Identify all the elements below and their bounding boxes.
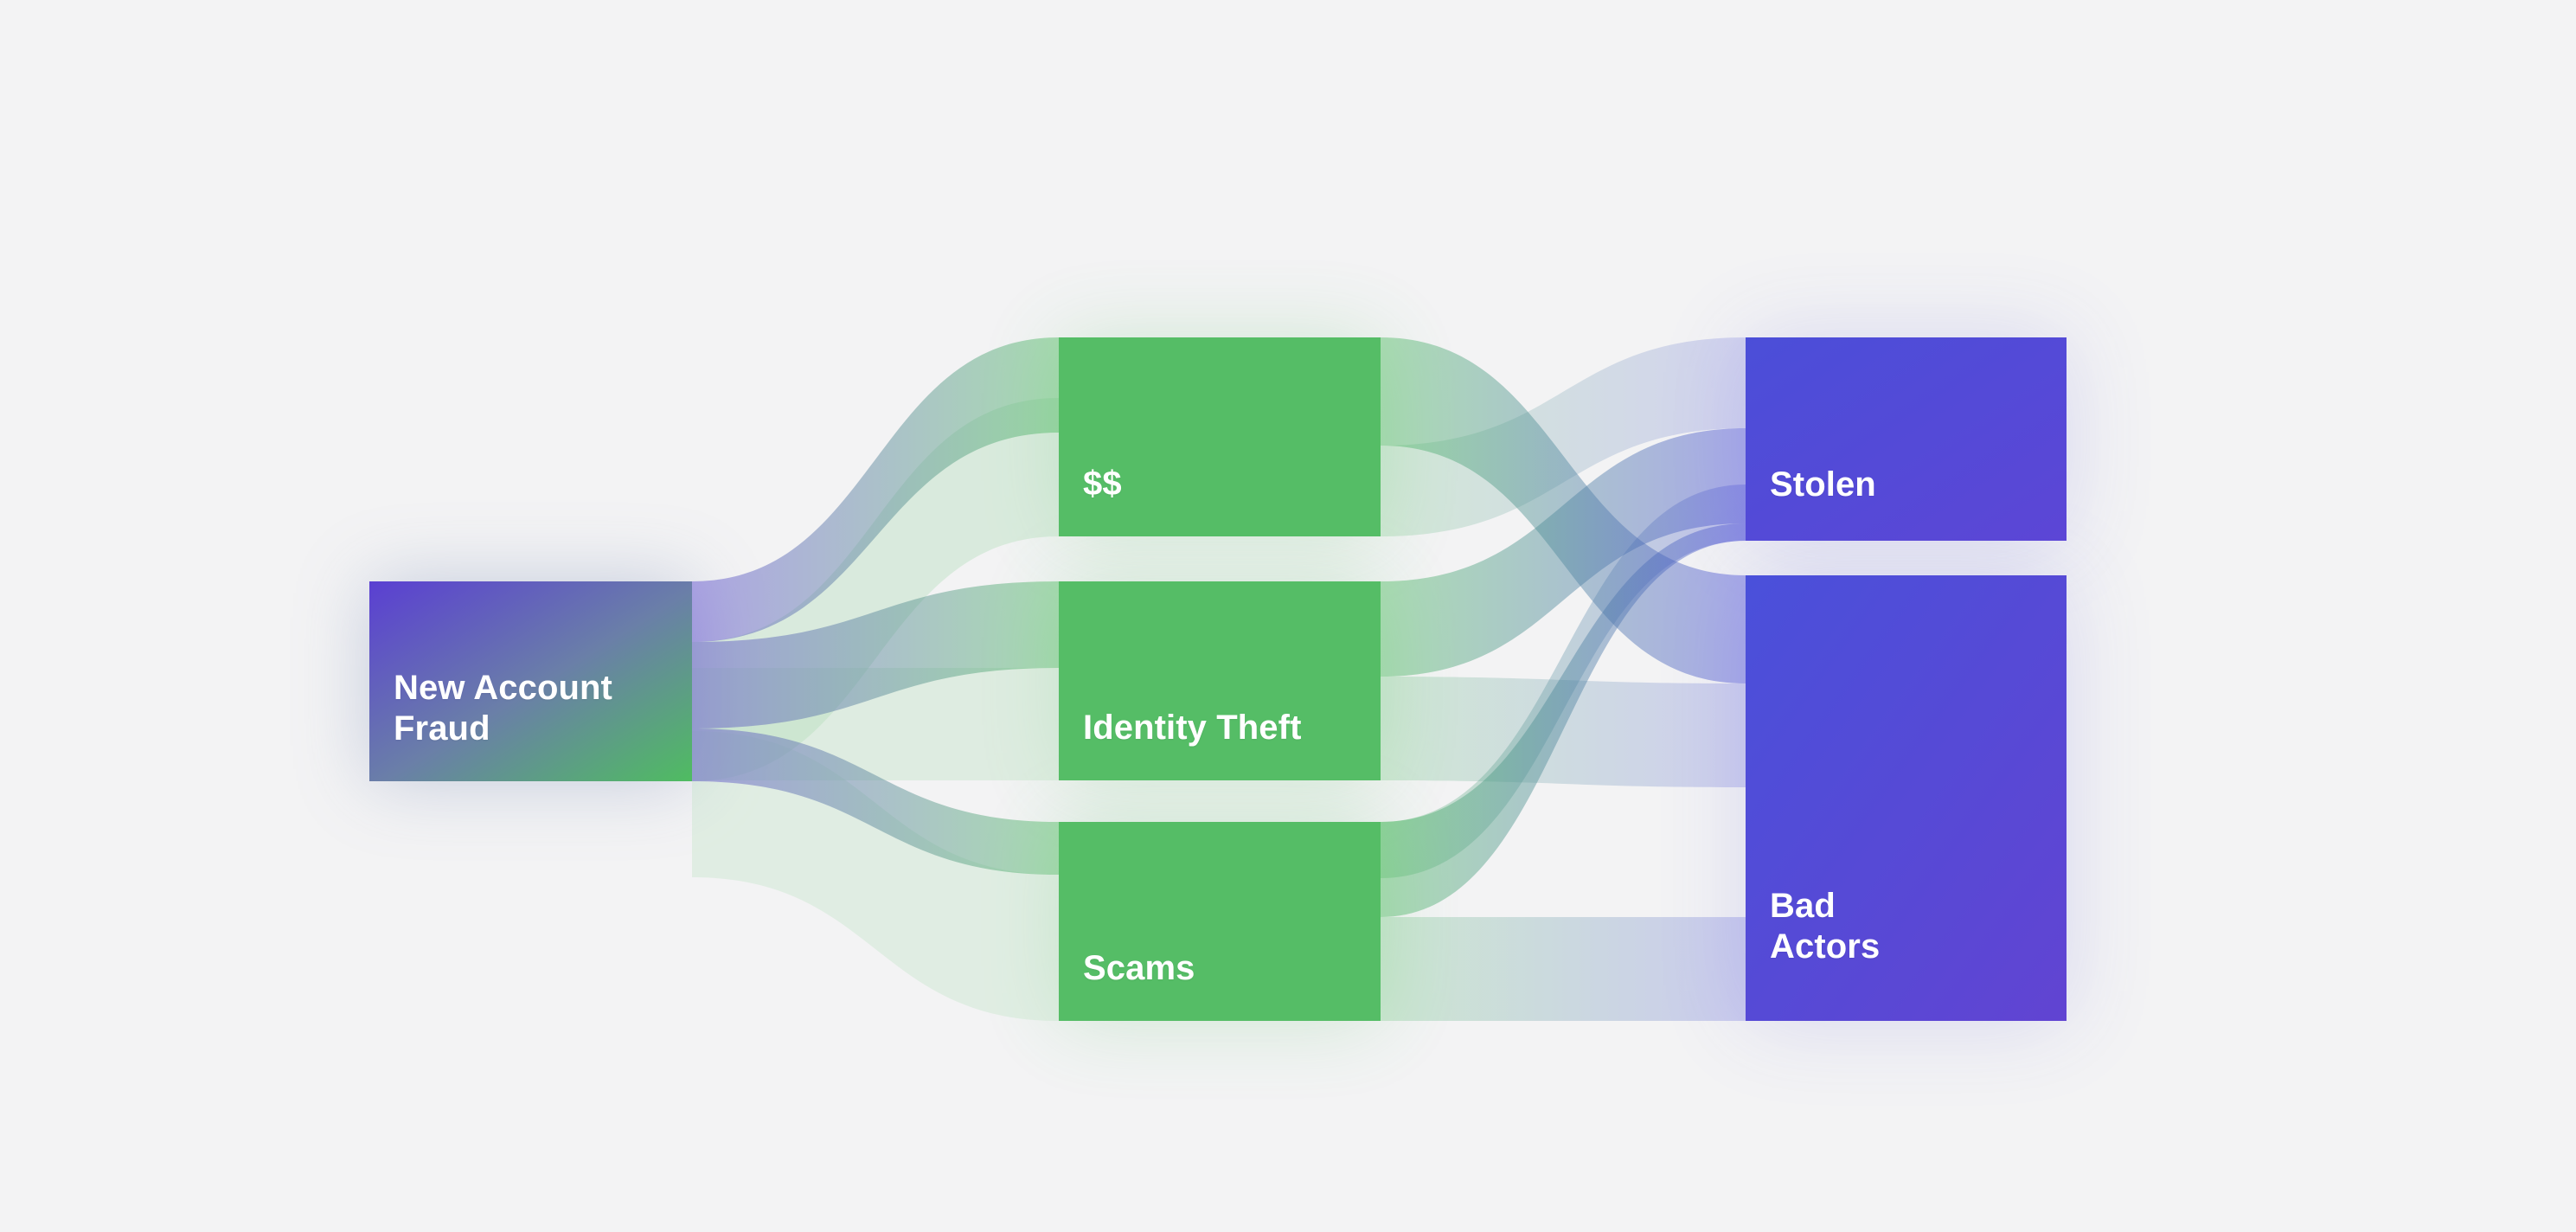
link-scams-to-bad-actors xyxy=(1381,917,1746,1021)
link-money-to-stolen xyxy=(1381,337,1746,536)
link-new-account-fraud-to-identity-theft xyxy=(692,581,1059,728)
link-scams-to-stolen-thick xyxy=(1381,484,1746,878)
node-bad-actors[interactable] xyxy=(1746,575,2067,1021)
link-new-account-fraud-to-scams xyxy=(692,728,1059,875)
node-scams[interactable] xyxy=(1059,822,1381,1021)
link-other-to-scams xyxy=(692,731,1059,1021)
node-new-account-fraud[interactable] xyxy=(369,581,692,781)
node-stolen[interactable] xyxy=(1746,337,2067,541)
node-identity-theft[interactable] xyxy=(1059,581,1381,780)
link-identity-theft-to-stolen xyxy=(1381,428,1746,677)
node-layer xyxy=(369,337,2067,1021)
link-new-account-fraud-to-money xyxy=(692,337,1059,642)
node-money[interactable] xyxy=(1059,337,1381,536)
link-identity-theft-to-bad-actors xyxy=(1381,677,1746,787)
link-layer-stage2 xyxy=(1381,337,1746,1021)
link-layer-stage1 xyxy=(692,337,1059,875)
